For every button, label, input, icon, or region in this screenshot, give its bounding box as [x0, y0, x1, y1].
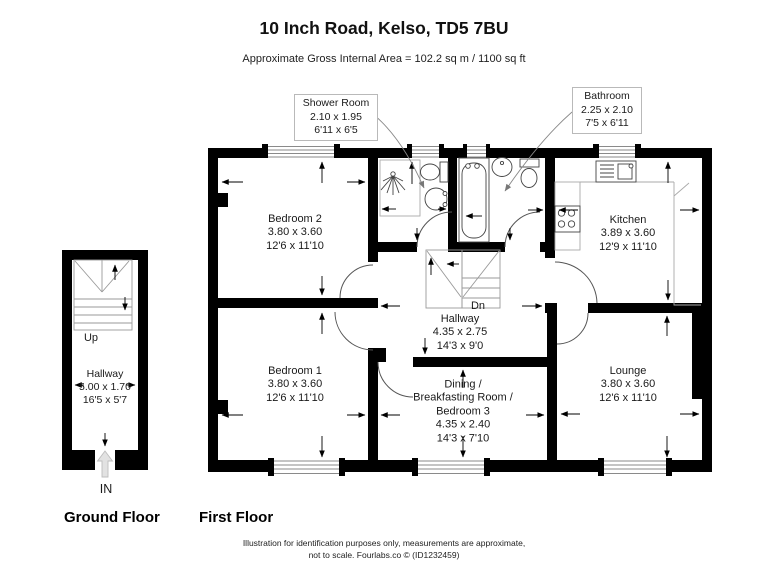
callout-lines	[372, 111, 573, 192]
bathroom-name: Bathroom	[584, 90, 630, 102]
window-icon-shower-room	[407, 144, 444, 158]
entrance-label: IN	[99, 482, 113, 496]
bedroom1-label: Bedroom 1 3.80 x 3.60 12'6 x 11'10	[266, 364, 324, 404]
hallway-first-label: Hallway 4.35 x 2.75 14'3 x 9'0	[432, 312, 488, 352]
shower-room-name: Shower Room	[302, 97, 370, 109]
stairs-down-icon	[425, 249, 501, 309]
door-swing-icons	[334, 211, 598, 398]
disclaimer-line2: not to scale. Fourlabs.co © (ID1232459)	[308, 549, 460, 560]
bathroom-callout: Bathroom 2.25 x 2.10 7'5 x 6'11	[572, 87, 642, 134]
shower-room-metric: 2.10 x 1.95	[310, 110, 362, 123]
page-title: 10 Inch Road, Kelso, TD5 7BU	[259, 18, 509, 38]
window-icons	[262, 144, 672, 476]
kitchen-label: Kitchen 3.89 x 3.60 12'9 x 11'10	[599, 213, 657, 253]
stairs-up-label: Up	[83, 332, 99, 344]
window-icon-bedroom2	[262, 144, 340, 158]
basin-icon-bathroom	[491, 157, 513, 177]
stairs-up-icon	[73, 259, 133, 331]
toilet-icon-bathroom	[519, 158, 540, 188]
window-icon-dining	[412, 458, 490, 476]
door-icon-lounge	[556, 312, 589, 345]
window-icon-kitchen	[593, 144, 641, 158]
bathroom-imperial: 7'5 x 6'11	[585, 117, 629, 130]
stairs-down-label: Dn	[470, 300, 486, 312]
lounge-label: Lounge 3.80 x 3.60 12'6 x 11'10	[599, 364, 657, 404]
window-icon-bathroom	[463, 144, 490, 158]
shower-room-callout: Shower Room 2.10 x 1.95 6'11 x 6'5	[294, 94, 378, 141]
window-icon-bedroom1	[268, 458, 345, 476]
door-icon-bedroom2	[339, 264, 374, 299]
window-icon-lounge	[598, 458, 672, 476]
door-icon-dining	[377, 361, 414, 398]
disclaimer-line1: Illustration for identification purposes…	[242, 538, 526, 548]
callout-line-shower-room	[372, 113, 425, 189]
door-icon-kitchen	[554, 261, 598, 304]
door-icon-shower-room	[416, 211, 453, 248]
shower-room-imperial: 6'11 x 6'5	[314, 124, 358, 137]
bath-icon	[458, 157, 490, 243]
hob-icon	[554, 205, 581, 233]
first-floor-title: First Floor	[199, 509, 274, 526]
ground-floor-walls	[62, 250, 148, 470]
ground-floor-title: Ground Floor	[64, 509, 160, 526]
page-subtitle: Approximate Gross Internal Area = 102.2 …	[242, 53, 526, 65]
dining-label: Dining / Breakfasting Room / Bedroom 3 4…	[413, 378, 513, 445]
door-icon-bedroom1	[334, 311, 374, 351]
shower-icon	[379, 159, 421, 217]
basin-icon-shower-room	[424, 187, 448, 211]
first-floor-walls	[208, 148, 712, 472]
door-icon-bathroom	[504, 211, 541, 248]
toilet-icon-shower-room	[420, 161, 449, 183]
bathroom-metric: 2.25 x 2.10	[581, 103, 633, 116]
callout-line-bathroom	[504, 111, 573, 192]
measurement-arrows	[74, 161, 700, 458]
sink-icon	[595, 160, 637, 183]
bedroom2-label: Bedroom 2 3.80 x 3.60 12'6 x 11'10	[266, 212, 324, 252]
entrance-arrow-icon	[96, 450, 114, 478]
hallway-ground-label: Hallway 5.00 x 1.70 16'5 x 5'7	[79, 367, 131, 406]
disclaimer: Illustration for identification purposes…	[0, 538, 768, 562]
